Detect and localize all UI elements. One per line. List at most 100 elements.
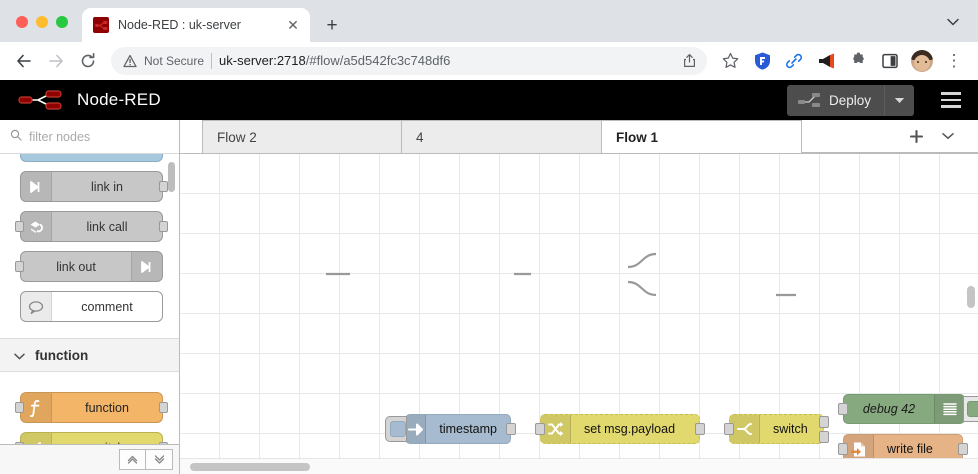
inject-trigger-button[interactable] <box>385 416 407 442</box>
switch-icon <box>21 433 52 444</box>
bookmark-star-icon[interactable] <box>715 46 745 76</box>
palette-node-comment[interactable]: comment <box>20 291 163 322</box>
share-icon[interactable] <box>677 49 701 73</box>
chevron-down-icon[interactable] <box>938 7 968 37</box>
canvas-horizontal-scrollbar[interactable] <box>180 458 978 474</box>
main-menu-button[interactable] <box>930 80 972 120</box>
node-output-port[interactable] <box>159 221 168 232</box>
deploy-main[interactable]: Deploy <box>787 85 884 116</box>
node-output-port-1[interactable] <box>819 416 829 428</box>
forward-button[interactable] <box>41 46 71 76</box>
node-input-port[interactable] <box>15 402 24 413</box>
link-icon[interactable] <box>779 46 809 76</box>
reload-button[interactable] <box>73 46 103 76</box>
canvas-vertical-scrollbar[interactable] <box>964 154 978 474</box>
filter-nodes-input[interactable]: filter nodes <box>29 129 91 144</box>
palette-node-function[interactable]: function <box>15 392 168 423</box>
address-bar-url: uk-server:2718/#flow/a5d542fc3c748df6 <box>219 53 670 68</box>
collapse-all-button[interactable] <box>119 449 146 470</box>
flow-tab-actions <box>902 120 978 153</box>
back-button[interactable] <box>9 46 39 76</box>
browser-menu-button[interactable]: ⋮ <box>945 51 963 70</box>
palette-node-link-in[interactable]: link in <box>20 171 168 202</box>
new-tab-button[interactable]: + <box>326 14 338 36</box>
flow-menu-button[interactable] <box>934 123 962 149</box>
flow-node-switch[interactable]: switch <box>724 414 829 444</box>
node-red-logo: Node-RED <box>18 89 161 111</box>
node-output-port[interactable] <box>958 443 968 455</box>
palette-node-label: link in <box>91 179 123 194</box>
flow-canvas[interactable]: timestamp set msg.payload <box>180 154 978 474</box>
canvas-vscroll-thumb[interactable] <box>967 286 975 308</box>
browser-tab-title: Node-RED : uk-server <box>118 18 241 32</box>
palette-node-switch[interactable]: switch <box>15 432 168 444</box>
node-output-port-2[interactable] <box>819 431 829 443</box>
node-output-port[interactable] <box>159 442 168 444</box>
flow-tab-4[interactable]: 4 <box>402 120 602 153</box>
avatar-eyes <box>917 60 927 63</box>
flow-node-label: debug 42 <box>862 402 916 416</box>
address-bar[interactable]: Not Secure uk-server:2718/#flow/a5d542fc… <box>111 46 707 75</box>
minimize-window-button[interactable] <box>36 16 48 28</box>
search-icon <box>10 128 22 146</box>
node-red-body: filter nodes link in <box>0 120 978 474</box>
maximize-window-button[interactable] <box>56 16 68 28</box>
node-output-port[interactable] <box>695 423 705 435</box>
node-red-favicon <box>93 17 109 33</box>
flow-node-debug-42[interactable]: debug 42 <box>838 394 978 424</box>
workspace: Flow 2 4 Flow 1 <box>180 120 978 474</box>
palette-node-link-out[interactable]: link out <box>15 251 163 282</box>
node-input-port[interactable] <box>15 261 24 272</box>
flow-node-label: timestamp <box>439 422 497 436</box>
deploy-caret-icon[interactable] <box>884 84 914 116</box>
close-window-button[interactable] <box>16 16 28 28</box>
node-input-port[interactable] <box>535 423 545 435</box>
link-in-icon <box>21 172 52 201</box>
function-icon <box>21 393 52 422</box>
deploy-button[interactable]: Deploy <box>786 84 914 116</box>
profile-avatar[interactable] <box>907 46 937 76</box>
node-input-port[interactable] <box>15 221 24 232</box>
flow-node-label: set msg.payload <box>584 422 676 436</box>
extensions-group <box>747 46 905 76</box>
flow-node-change[interactable]: set msg.payload <box>535 414 705 444</box>
browser-tab[interactable]: Node-RED : uk-server ✕ <box>82 8 310 42</box>
node-red-app: Node-RED Deploy <box>0 80 978 474</box>
node-output-port[interactable] <box>159 181 168 192</box>
palette-category-function[interactable]: function <box>0 338 179 372</box>
inject-arrow-icon <box>406 415 427 443</box>
link-call-icon <box>21 212 52 241</box>
palette-node-partial[interactable] <box>20 154 163 162</box>
flow-node-inject[interactable]: timestamp <box>385 414 516 444</box>
puzzle-extensions-icon[interactable] <box>843 46 873 76</box>
palette-node-link-call[interactable]: link call <box>15 211 168 242</box>
debug-lines-icon <box>934 395 964 423</box>
palette-scrollbar[interactable] <box>168 162 175 192</box>
flow-node-label: switch <box>773 422 808 436</box>
flow-tab-flow-2[interactable]: Flow 2 <box>202 120 402 153</box>
flow-tab-flow-1[interactable]: Flow 1 <box>602 120 802 153</box>
node-input-port[interactable] <box>838 443 848 455</box>
node-red-logo-icon <box>18 90 62 110</box>
palette-filter-row[interactable]: filter nodes <box>0 120 179 154</box>
flow-tab-label: Flow 1 <box>616 129 659 145</box>
avatar <box>911 49 933 72</box>
node-output-port[interactable] <box>506 423 516 435</box>
close-tab-button[interactable]: ✕ <box>287 17 299 33</box>
not-secure-label: Not Secure <box>144 53 205 68</box>
node-input-port[interactable] <box>15 442 24 444</box>
expand-all-button[interactable] <box>146 449 173 470</box>
flow-tabbar: Flow 2 4 Flow 1 <box>180 120 978 154</box>
debug-toggle-button[interactable] <box>963 396 978 422</box>
palette-category-label: function <box>35 347 89 363</box>
palette-node-label: link out <box>56 259 96 274</box>
node-input-port[interactable] <box>838 403 848 415</box>
node-input-port[interactable] <box>724 423 734 435</box>
side-panel-icon[interactable] <box>875 46 905 76</box>
canvas-hscroll-thumb[interactable] <box>190 463 310 471</box>
node-output-port[interactable] <box>159 402 168 413</box>
add-flow-button[interactable] <box>902 123 930 149</box>
password-manager-icon[interactable] <box>747 46 777 76</box>
megaphone-icon[interactable] <box>811 46 841 76</box>
